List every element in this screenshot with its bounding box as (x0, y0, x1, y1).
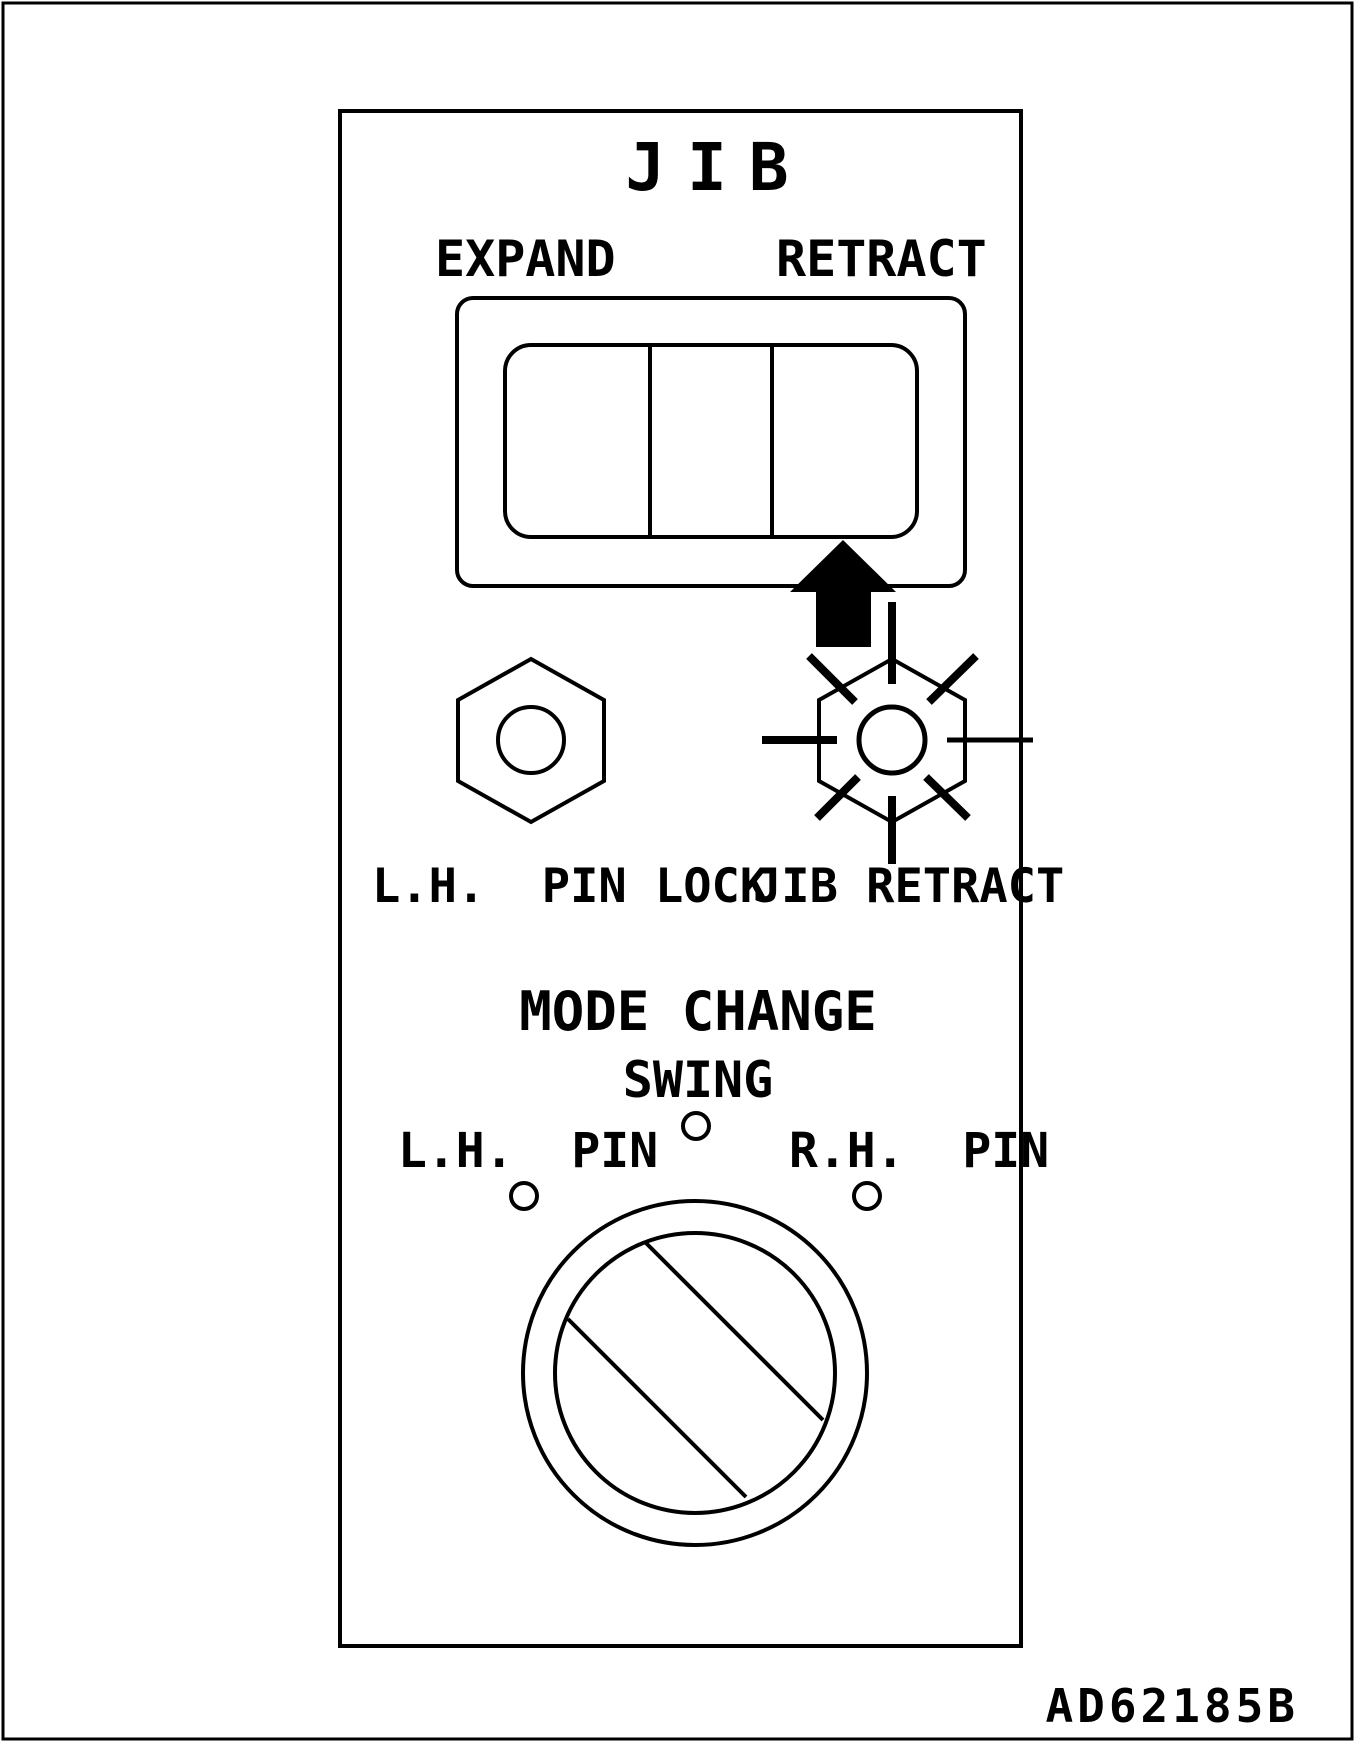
knob-grip-line-upper (643, 1240, 825, 1422)
mode-change-title: MODE CHANGE (519, 980, 877, 1043)
rocker-switch-bezel (455, 296, 967, 588)
rh-pin-position-dot (852, 1181, 882, 1211)
hex-nut-left-icon (456, 656, 606, 825)
rocker-expand-label: EXPAND (435, 230, 616, 288)
jib-retract-label: JIB RETRACT (753, 859, 1064, 914)
mode-rh-pin-label: R.H. PIN (789, 1123, 1049, 1179)
lh-pin-lock-lamp (456, 656, 606, 825)
mode-lh-pin-label: L.H. PIN (398, 1123, 658, 1179)
mode-swing-label: SWING (623, 1051, 774, 1109)
lamp-light-rays-icon (762, 602, 1033, 864)
press-arrow-icon (790, 540, 896, 647)
rocker-switch-body[interactable] (503, 343, 919, 539)
panel-title: JIB (625, 129, 810, 206)
knob-outer-ring[interactable] (521, 1199, 869, 1547)
jib-control-panel (338, 109, 1023, 1648)
lamp-lens-left-icon (496, 705, 566, 775)
lh-pin-lock-label: L.H. PIN LOCK (372, 859, 769, 914)
figure-code: AD62185B (1045, 1679, 1299, 1733)
lh-pin-position-dot (509, 1181, 539, 1211)
lamp-lens-right-icon (856, 704, 928, 776)
jib-retract-lamp (762, 602, 1033, 864)
swing-position-dot (681, 1111, 711, 1141)
knob-inner-face[interactable] (553, 1231, 837, 1515)
knob-grip-line-lower (566, 1317, 748, 1499)
mode-change-rotary-knob[interactable] (521, 1199, 869, 1547)
jib-rocker-switch[interactable] (503, 343, 919, 539)
rocker-retract-label: RETRACT (776, 230, 987, 288)
